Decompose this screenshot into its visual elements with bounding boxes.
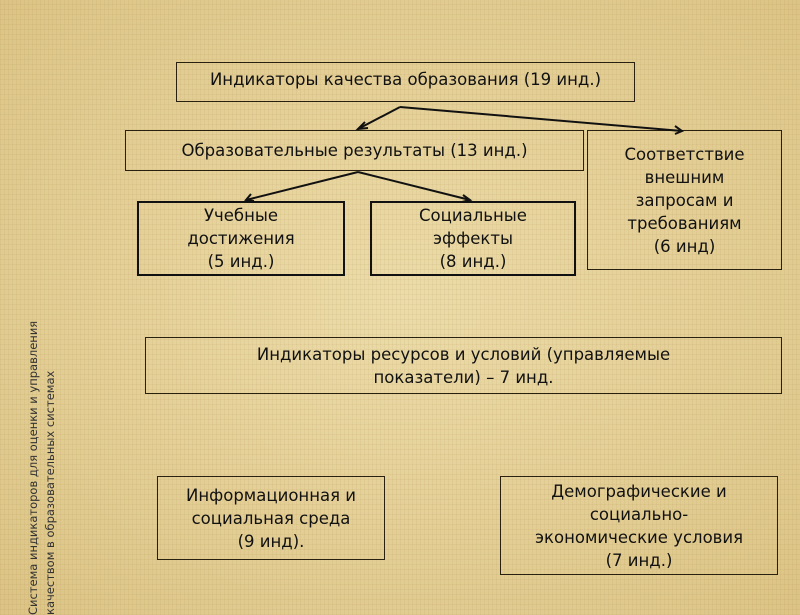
arrow-to-social (357, 171, 471, 201)
box-quality-indicators: Индикаторы качества образования (19 инд.… (176, 62, 635, 102)
box-label: Индикаторы ресурсов и условий (управляем… (256, 344, 671, 387)
box-label: Социальные эффекты (8 инд.) (419, 206, 527, 271)
box-demographic: Демографические и социально- экономическ… (500, 476, 778, 575)
box-compliance: Соответствие внешним запросам и требован… (587, 130, 782, 270)
box-label: Информационная и социальная среда (9 инд… (186, 485, 356, 551)
box-label: Соответствие внешним запросам и требован… (624, 144, 745, 256)
box-educational-results: Образовательные результаты (13 инд.) (125, 130, 584, 171)
box-info-environment: Информационная и социальная среда (9 инд… (157, 476, 385, 560)
box-resources: Индикаторы ресурсов и условий (управляем… (145, 337, 782, 394)
box-label: Индикаторы качества образования (19 инд.… (209, 70, 602, 89)
arrow-to-academic (245, 171, 359, 201)
arrows (244, 106, 685, 203)
arrow-to-results (357, 106, 401, 130)
box-social-effects: Социальные эффекты (8 инд.) (370, 201, 576, 276)
box-academic-achievements: Учебные достижения (5 инд.) (137, 201, 345, 276)
arrow-to-compliance (399, 106, 683, 132)
box-label: Учебные достижения (5 инд.) (187, 206, 295, 271)
box-label: Демографические и социально- экономическ… (534, 481, 744, 570)
box-label: Образовательные результаты (13 инд.) (181, 141, 528, 160)
